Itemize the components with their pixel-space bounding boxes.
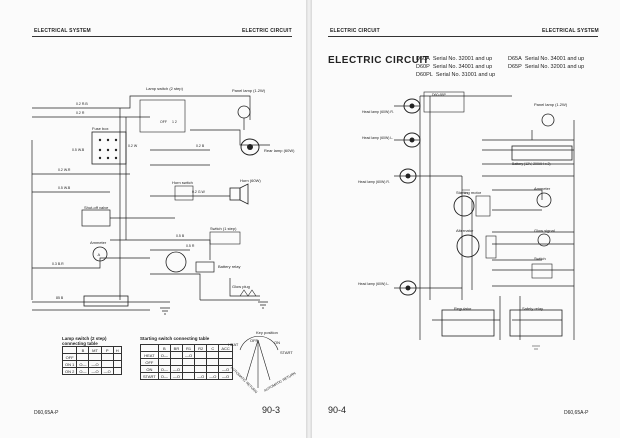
key-on: ON (274, 340, 280, 345)
lamp-switch-box (139, 99, 186, 133)
left-header-rule (32, 36, 292, 37)
panel-lamp-symbol (237, 105, 251, 119)
left-page: ELECTRICAL SYSTEM ELECTRIC CIRCUIT (0, 0, 306, 438)
key-off: OFF (250, 338, 258, 343)
wire-02wr: 0.2 W.R (58, 168, 71, 172)
right-page: ELECTRIC CIRCUIT ELECTRICAL SYSTEM ELECT… (312, 0, 620, 438)
book-gutter (306, 0, 312, 438)
label-fuse-box: Fuse box (92, 126, 109, 131)
right-header-rule (328, 36, 598, 37)
label-glow-signal: Glow signal (534, 228, 555, 233)
wire-02rb: 0.2 R.B (76, 102, 88, 106)
wire-05r: 0.5 R (186, 244, 195, 248)
start-table-caption: Starting switch connecting table (140, 336, 210, 341)
label-horn-switch: Horn switch (172, 180, 193, 185)
label-starting-motor: Starting motor (456, 190, 482, 195)
left-page-number: 90-3 (262, 405, 281, 415)
label-regulator: Regulator (454, 306, 472, 311)
serials-right: D65A Serial No. 34001 and up D65P Serial… (508, 56, 585, 70)
label-head-lamp-r: Head lamp (60W) R. (362, 110, 394, 114)
label-switch-r: Switch (534, 256, 546, 261)
label-ammeter: Ammeter (90, 240, 107, 245)
right-page-number: 90-4 (328, 405, 347, 415)
label-battery-r: Battery (12V, 200AH x 2) (512, 162, 551, 166)
right-header-section: ELECTRICAL SYSTEM (542, 28, 599, 34)
label-head-lamp-l: Head lamp (60W) L. (362, 136, 394, 140)
key-title: Key position (256, 330, 278, 335)
lamp-switch-off: OFF (160, 120, 167, 124)
key-start: START (280, 350, 293, 355)
label-box: D60-65P (432, 93, 446, 97)
label-horn: Horn (60W) (240, 178, 261, 183)
wire-02w: 0.2 W (128, 144, 138, 148)
right-footer-model: D60,65A-P (564, 410, 589, 416)
serials-left: D60A Serial No. 32001 and up D60P Serial… (416, 56, 496, 78)
left-header-section: ELECTRICAL SYSTEM (34, 28, 91, 34)
label-switch-1step: Switch (1 step) (210, 226, 237, 231)
wire-02b: 0.2 B (196, 144, 205, 148)
left-header-title: ELECTRIC CIRCUIT (242, 28, 292, 34)
label-head-lamp-r2: Head lamp (60W) R. (358, 180, 390, 184)
label-battery-relay: Battery relay (218, 264, 241, 269)
svg-text:A: A (98, 252, 101, 257)
key-heat: HEAT (228, 342, 239, 347)
wire-85b: 85 B (56, 296, 64, 300)
label-panel-lamp-r: Panel lamp (1.2W) (534, 102, 568, 107)
left-footer-model: D60,65A-P (34, 410, 59, 416)
label-panel-lamp: Panel lamp (1.2W) (232, 88, 266, 93)
wire-02gw: 0.2 G.W (192, 190, 205, 194)
wire-02r: 0.2 R (76, 111, 85, 115)
label-safety-relay: Safety relay (522, 306, 544, 311)
label-glow-plug: Glow plug (232, 284, 250, 289)
wire-03br: 0.3 B.R (52, 262, 64, 266)
label-head-lamp-l2: Head lamp (60W) L. (358, 282, 390, 286)
left-wiring-diagram: A (31, 95, 270, 315)
right-header-title: ELECTRIC CIRCUIT (330, 28, 380, 34)
electric-circuit-title: ELECTRIC CIRCUIT (328, 55, 430, 66)
wire-05wb-2: 0.5 W.B (58, 186, 71, 190)
label-lamp-switch: Lamp switch (2 step) (146, 86, 183, 91)
label-ammeter-r: Ammeter (534, 186, 551, 191)
key-position-diagram (239, 335, 279, 388)
right-wiring-diagram (394, 91, 575, 350)
label-alternator: Alternator (456, 228, 474, 233)
label-shutoff-valve: Shut-off valve (84, 205, 109, 210)
wire-05wb: 0.5 W.B (72, 148, 85, 152)
lamp-table-caption: Lamp switch (2 step) connecting table (62, 336, 107, 346)
fuse-box-symbol (91, 131, 127, 165)
lamp-switch-positions: 1 2 (172, 120, 177, 124)
wire-05b: 0.5 B (176, 234, 185, 238)
label-rear-lamp: Rear lamp (60W) (264, 148, 295, 153)
